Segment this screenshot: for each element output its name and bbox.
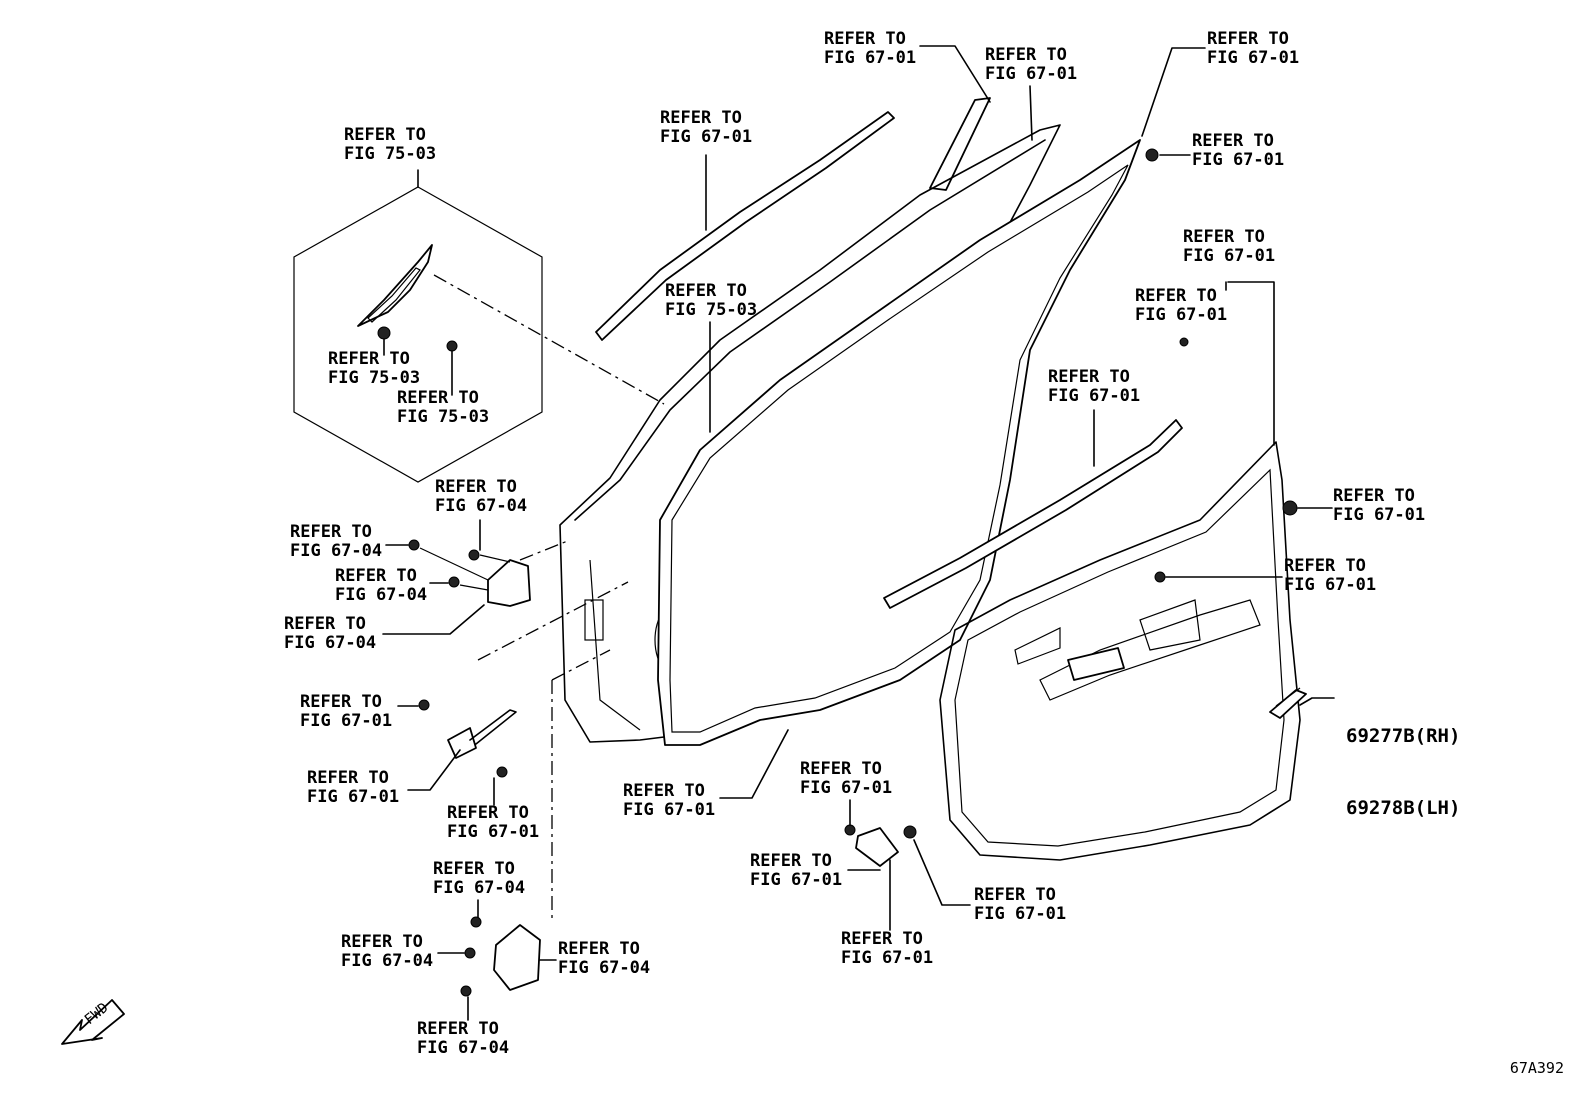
inset-hexagon (293, 186, 543, 483)
belt-moulding (883, 419, 1183, 609)
frame-channel-strip (929, 97, 991, 191)
lower-hinge (493, 924, 541, 991)
part-number-lh: 69278B(LH) (1346, 797, 1461, 819)
inset-vent-window (357, 244, 433, 327)
fwd-arrow-icon (61, 999, 125, 1045)
part-number-rh: 69277B(RH) (1346, 725, 1461, 747)
part-number-block: 69277B(RH) 69278B(LH) (1346, 676, 1460, 868)
door-check-link (447, 727, 477, 759)
inset-clip-2 (446, 340, 458, 352)
door-trim-panel (939, 441, 1301, 861)
door-weatherstrip (657, 139, 1141, 746)
figure-code: 67A392 (1509, 1059, 1564, 1077)
upper-hinge (487, 559, 531, 607)
armrest-handle (1039, 599, 1261, 701)
outer-moulding-strip (595, 111, 895, 341)
window-switch (1067, 647, 1125, 681)
door-lock-striker (855, 827, 899, 867)
leader-c1 (919, 45, 991, 103)
inset-clip-1 (377, 326, 391, 340)
